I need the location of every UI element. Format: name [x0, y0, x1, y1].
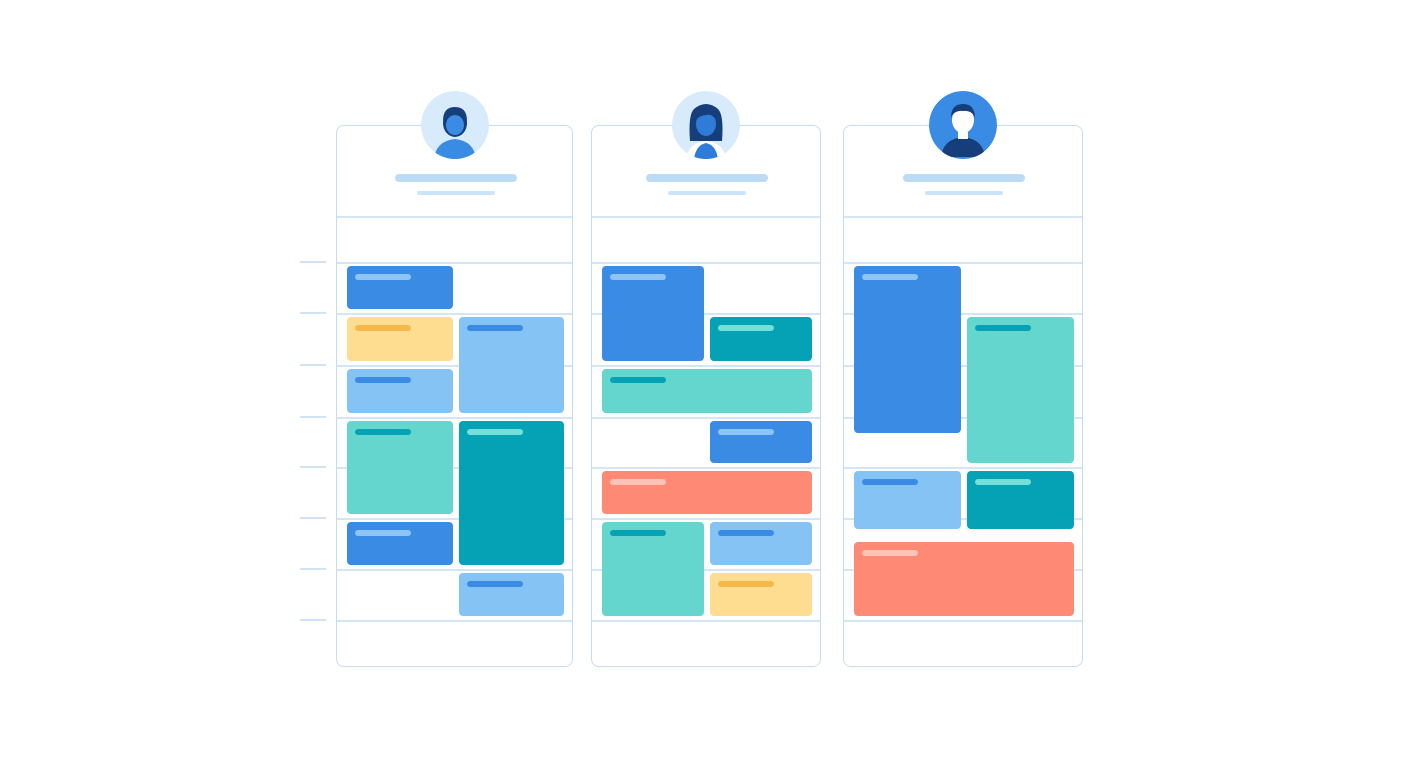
time-tick [300, 312, 326, 314]
row-line [844, 620, 1082, 622]
event-title-placeholder [355, 377, 411, 383]
row-line [592, 518, 820, 520]
row-line [844, 313, 1082, 315]
row-line [337, 467, 572, 469]
row-line [337, 313, 572, 315]
row-line [844, 417, 1082, 419]
row-line [592, 417, 820, 419]
time-tick [300, 261, 326, 263]
event-block [458, 573, 564, 616]
event-title-placeholder [718, 325, 774, 331]
row-line [337, 417, 572, 419]
event-title-placeholder [610, 479, 666, 485]
person-name-placeholder [394, 174, 517, 182]
person-icon-man [929, 91, 997, 159]
event-title-placeholder [718, 429, 774, 435]
person-role-placeholder [668, 191, 746, 195]
avatar-person-1 [420, 91, 489, 159]
event-block [347, 317, 453, 361]
row-line [592, 620, 820, 622]
row-line [844, 365, 1082, 367]
event-title-placeholder [355, 429, 411, 435]
event-title-placeholder [610, 274, 666, 280]
event-block [854, 471, 961, 530]
time-tick [300, 568, 326, 570]
event-block [347, 522, 453, 565]
person-icon-long-hair [672, 91, 740, 159]
person-name-placeholder [903, 174, 1025, 182]
row-line [592, 569, 820, 571]
event-block [602, 471, 812, 514]
event-block [710, 522, 812, 565]
schedule-column-person-3 [843, 125, 1083, 667]
row-line [592, 313, 820, 315]
event-block [854, 542, 1074, 616]
event-title-placeholder [466, 325, 523, 331]
event-title-placeholder [718, 530, 774, 536]
person-icon-short-hair [420, 91, 489, 159]
row-line [592, 365, 820, 367]
row-line [592, 467, 820, 469]
event-block [710, 421, 812, 463]
row-line [337, 365, 572, 367]
row-line [337, 620, 572, 622]
event-block [347, 421, 453, 514]
event-title-placeholder [975, 479, 1031, 485]
person-role-placeholder [925, 191, 1003, 195]
event-title-placeholder [466, 581, 523, 587]
row-line [337, 518, 572, 520]
event-title-placeholder [466, 429, 523, 435]
event-title-placeholder [862, 479, 918, 485]
time-tick [300, 517, 326, 519]
row-line [844, 518, 1082, 520]
event-block [602, 522, 704, 616]
event-block [710, 317, 812, 361]
event-block [967, 471, 1074, 530]
event-title-placeholder [355, 274, 411, 280]
event-title-placeholder [718, 581, 774, 587]
event-title-placeholder [355, 325, 411, 331]
event-title-placeholder [862, 274, 918, 280]
row-line [592, 262, 820, 264]
row-line [337, 216, 572, 218]
time-tick [300, 416, 326, 418]
event-title-placeholder [975, 325, 1031, 331]
event-title-placeholder [355, 530, 411, 536]
row-line [844, 262, 1082, 264]
event-title-placeholder [610, 530, 666, 536]
event-block [602, 369, 812, 413]
row-line [592, 216, 820, 218]
event-block [458, 317, 564, 413]
event-title-placeholder [610, 377, 666, 383]
event-block [967, 317, 1074, 463]
row-line [844, 216, 1082, 218]
row-line [337, 262, 572, 264]
person-name-placeholder [646, 174, 768, 182]
time-tick [300, 364, 326, 366]
event-block [347, 369, 453, 413]
event-block [854, 266, 961, 433]
schedule-column-person-1 [336, 125, 573, 667]
time-tick [300, 466, 326, 468]
person-role-placeholder [416, 191, 495, 195]
avatar-person-2 [672, 91, 740, 159]
schedule-column-person-2 [591, 125, 821, 667]
event-block [458, 421, 564, 565]
event-title-placeholder [862, 550, 918, 557]
avatar-person-3 [929, 91, 997, 159]
time-tick [300, 619, 326, 621]
row-line [844, 467, 1082, 469]
event-block [710, 573, 812, 616]
event-block [347, 266, 453, 309]
row-line [337, 569, 572, 571]
event-block [602, 266, 704, 361]
